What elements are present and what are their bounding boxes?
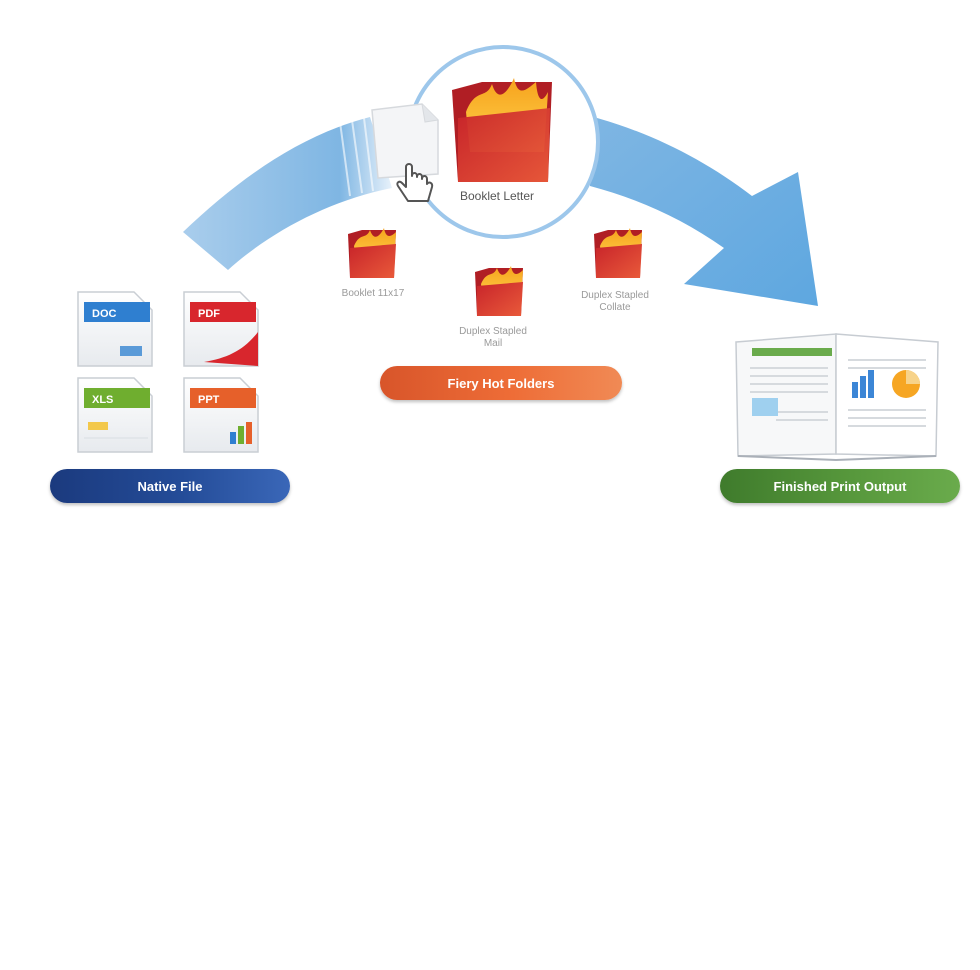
print-output-label: Finished Print Output: [720, 469, 960, 503]
hot-folders-label: Fiery Hot Folders: [380, 366, 622, 400]
xls-file-icon: XLS: [77, 377, 153, 453]
dragged-document: [371, 103, 439, 179]
pdf-file-icon: PDF: [183, 291, 259, 367]
ppt-file-tag: PPT: [198, 394, 220, 406]
fiery-folder-right-icon: [594, 228, 642, 278]
native-file-label: Native File: [50, 469, 290, 503]
finished-booklet-icon: [735, 333, 939, 462]
doc-file-tag: DOC: [92, 308, 117, 320]
xls-file-tag: XLS: [92, 394, 113, 406]
workflow-arrow-left-band: [183, 117, 392, 270]
doc-file-icon: DOC: [77, 291, 153, 367]
folder-label-middle: Duplex Stapled Mail: [459, 326, 527, 349]
hand-cursor-icon: [396, 163, 434, 202]
workflow-arrow-right: [590, 116, 818, 306]
pdf-file-tag: PDF: [198, 308, 220, 320]
folder-label-main: Booklet Letter: [459, 189, 535, 203]
ppt-file-icon: PPT: [183, 377, 259, 453]
fiery-folder-middle-icon: [475, 266, 523, 316]
fiery-folder-left-icon: [348, 228, 396, 278]
folder-label-left: Booklet 11x17: [341, 288, 405, 299]
folder-label-right: Duplex Stapled Collate: [581, 290, 649, 313]
motion-stripes: [339, 117, 374, 197]
fiery-folder-main-icon: [452, 78, 552, 182]
